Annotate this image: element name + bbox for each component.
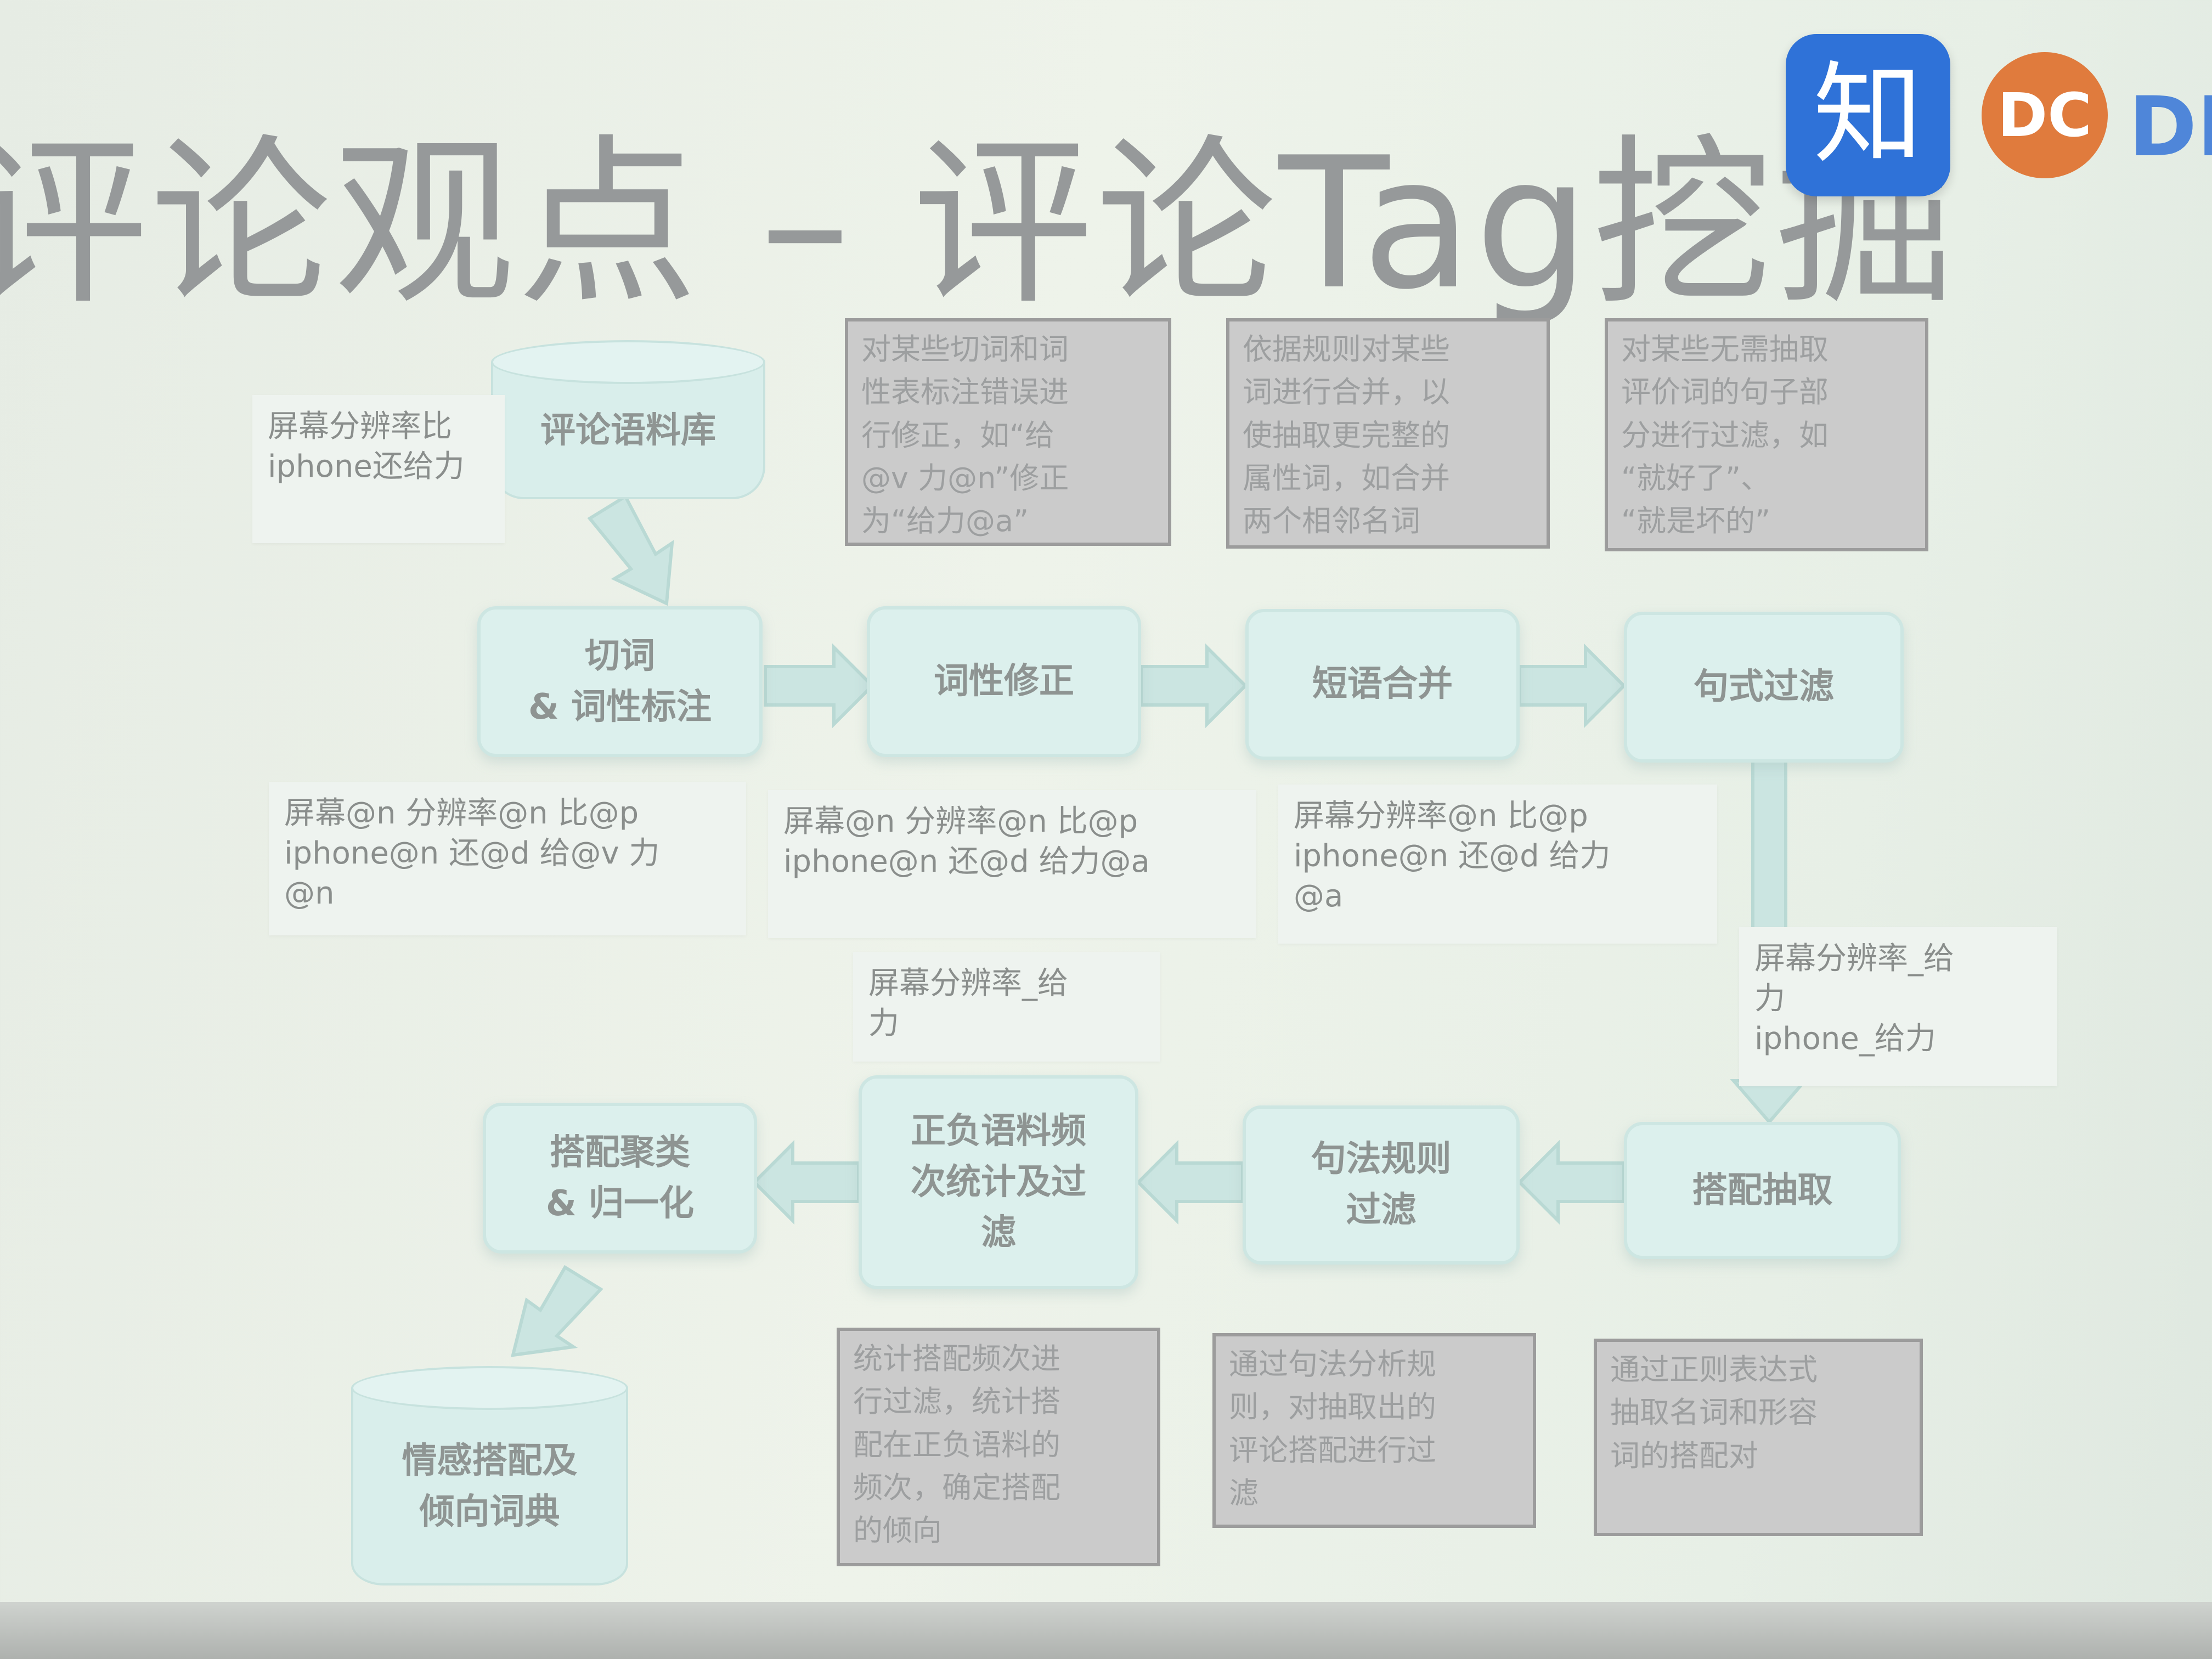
- pos-correction-label: 词性修正: [934, 661, 1074, 702]
- sample-sentence-filter: 屏幕分辨率_给 力 iphone_给力: [1739, 927, 2057, 1086]
- projector-bottom-edge: [0, 1602, 2212, 1659]
- corpus-label: 评论语料库: [540, 410, 716, 451]
- sample-segmentation: 屏幕@n 分辨率@n 比@p iphone@n 还@d 给@v 力 @n: [269, 782, 746, 935]
- zhihu-logo: 知: [1786, 34, 1950, 196]
- frequency-filter-label: 正负语料频 次统计及过 滤: [911, 1110, 1086, 1254]
- note-pos-correction: 对某些切词和词 性表标注错误进 行修正，如“给 @v 力@n”修正 为“给力@a…: [845, 318, 1171, 546]
- sentence-filter-label: 句式过滤: [1694, 667, 1834, 708]
- de-logo-text: DE: [2129, 80, 2212, 175]
- note-frequency-filter: 统计搭配频次进 行过滤，统计搭 配在正负语料的 频次，确定搭配 的倾向: [837, 1328, 1160, 1566]
- segmentation-step: 切词 & 词性标注: [477, 606, 763, 757]
- pos-correction-step: 词性修正: [867, 606, 1141, 757]
- dictionary-database: 情感搭配及 倾向词典: [351, 1366, 628, 1585]
- cluster-label: 搭配聚类 & 归一化: [545, 1132, 695, 1224]
- frequency-filter-step: 正负语料频 次统计及过 滤: [859, 1075, 1138, 1289]
- collocation-extract-label: 搭配抽取: [1692, 1170, 1833, 1211]
- syntax-filter-step: 句法规则 过滤: [1243, 1105, 1520, 1265]
- sample-raw-comment: 屏幕分辨率比 iphone还给力: [252, 395, 505, 543]
- dc-logo: DC: [1982, 52, 2108, 178]
- sentence-filter-step: 句式过滤: [1624, 612, 1904, 763]
- phrase-merge-label: 短语合并: [1312, 664, 1453, 705]
- corpus-database: 评论语料库: [491, 340, 765, 499]
- segmentation-label: 切词 & 词性标注: [528, 635, 712, 727]
- note-phrase-merge: 依据规则对某些 词进行合并，以 使抽取更完整的 属性词，如合并 两个相邻名词: [1226, 318, 1550, 549]
- syntax-filter-label: 句法规则 过滤: [1311, 1139, 1452, 1231]
- sample-pos-correction: 屏幕@n 分辨率@n 比@p iphone@n 还@d 给力@a: [768, 790, 1256, 938]
- phrase-merge-step: 短语合并: [1245, 609, 1520, 760]
- collocation-extract-step: 搭配抽取: [1624, 1122, 1901, 1259]
- note-sentence-filter: 对某些无需抽取 评价词的句子部 分进行过滤，如 “就好了”、 “就是坏的”: [1605, 318, 1928, 551]
- note-syntax-filter: 通过句法分析规 则，对抽取出的 评论搭配进行过 滤: [1212, 1333, 1536, 1528]
- note-collocation-extract: 通过正则表达式 抽取名词和形容 词的搭配对: [1594, 1339, 1923, 1536]
- slide-title: 评论观点 – 评论Tag挖掘: [0, 119, 1959, 329]
- sample-frequency: 屏幕分辨率_给 力: [853, 952, 1160, 1062]
- cluster-step: 搭配聚类 & 归一化: [483, 1103, 757, 1254]
- dictionary-label: 情感搭配及 倾向词典: [402, 1441, 578, 1532]
- sample-phrase-merge: 屏幕分辨率@n 比@p iphone@n 还@d 给力 @a: [1278, 785, 1717, 944]
